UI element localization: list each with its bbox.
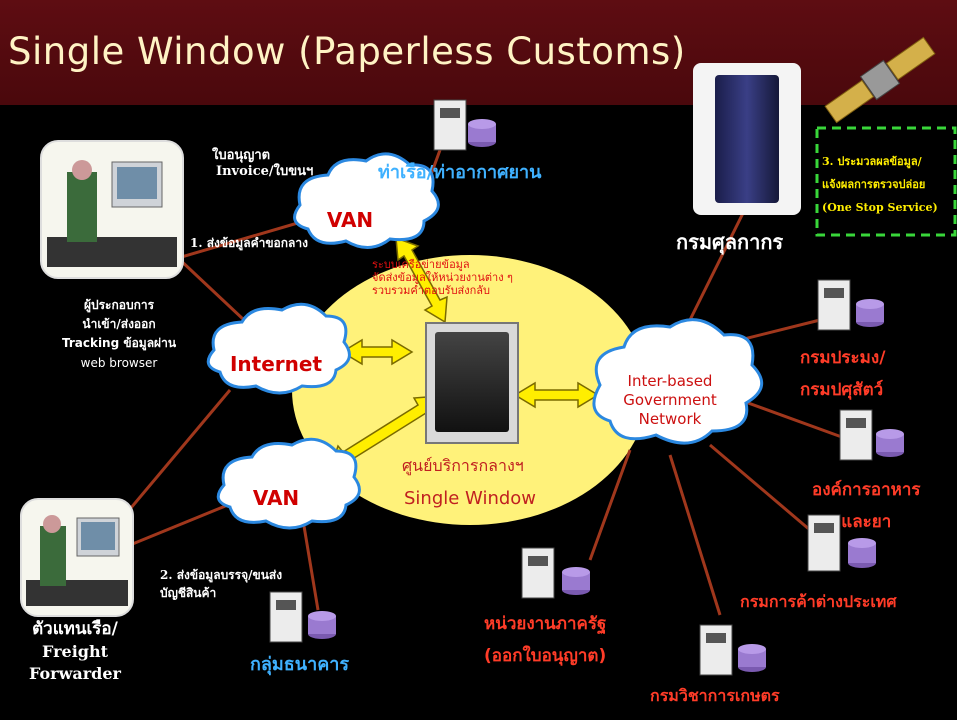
gov-agency-line2: (ออกใบอนุญาต): [484, 646, 607, 667]
permits-label: ใบอนุญาต Invoice/ใบขนฯ: [212, 148, 313, 179]
link-igov-foreign-trade: [709, 443, 811, 532]
center-label-th: ศูนย์บริการกลางฯ: [402, 456, 524, 475]
bank-label: กลุ่มธนาคาร: [250, 654, 350, 675]
network-description: ระบบเครือข่ายข้อมูล จัดส่งข้อมูลให้หน่วย…: [372, 258, 513, 298]
forwarder-line2: Freight: [42, 641, 108, 661]
gov-agency-line1: หน่วยงานภาครัฐ: [484, 614, 607, 634]
network-line3: รวบรวมคำตอบรับส่งกลับ: [372, 284, 491, 298]
port-server-icon: [433, 99, 496, 151]
importer-line1: ผู้ประกอบการ: [83, 298, 155, 312]
importer-line3: Tracking ข้อมูลผ่าน: [61, 336, 177, 351]
one-stop-box: [815, 126, 957, 237]
importer-workstation-icon: [40, 140, 184, 279]
van-top-label: VAN: [326, 208, 374, 232]
agriculture-server-icon: [699, 624, 766, 676]
internet-label: Internet: [229, 352, 323, 376]
arrow-internet-center: [340, 338, 414, 366]
van-bottom-label: VAN: [252, 486, 300, 510]
step3-line3: (One Stop Service): [822, 201, 938, 215]
central-server-icon: [425, 322, 519, 444]
network-line2: จัดส่งข้อมูลให้หน่วยงานต่าง ๆ: [372, 271, 513, 285]
forwarder-label: ตัวแทนเรือ/ Freight Forwarder: [20, 618, 130, 684]
fda-line2: และยา: [841, 512, 892, 533]
step3-line2: แจ้งผลการตรวจปล่อย: [822, 178, 926, 192]
forwarder-workstation-icon: [20, 498, 134, 617]
permits-text: ใบอนุญาต: [212, 148, 271, 163]
igov-label: Inter-based Government Network: [608, 372, 732, 428]
gov-agency-server-icon: [521, 547, 590, 599]
igov-line3: Network: [638, 409, 702, 428]
van-bottom-cloud: [216, 437, 361, 530]
link-van-bank: [301, 519, 320, 611]
fisheries-server-icon: [817, 279, 884, 331]
importer-line2: นำเข้า/ส่งออก: [82, 317, 156, 332]
fda-line1: องค์การอาหาร: [812, 480, 921, 500]
network-links: [123, 149, 851, 616]
igov-line2: Government: [623, 390, 717, 409]
forwarder-line3: Forwarder: [29, 663, 121, 683]
link-forwarder-internet: [123, 389, 232, 516]
bank-server-icon: [269, 591, 336, 643]
center-label-en: Single Window: [404, 488, 537, 509]
fda-server-icon: [839, 409, 904, 461]
step2-line2: บัญชีสินค้า: [160, 586, 217, 600]
invoice-text: Invoice/ใบขนฯ: [216, 163, 314, 179]
port-label: ท่าเรือ/ท่าอากาศยาน: [378, 162, 542, 183]
fda-label: องค์การอาหาร และยา: [812, 474, 921, 539]
customs-label: กรมศุลกากร: [676, 230, 784, 254]
page-title: Single Window (Paperless Customs): [8, 30, 686, 73]
fisheries-line2: กรมปศุสัตว์: [800, 380, 884, 401]
satellite-icon: [824, 36, 936, 124]
data-arrows: [328, 236, 600, 471]
fisheries-label: กรมประมง/ กรมปศุสัตว์: [800, 342, 885, 407]
step1-label: 1. ส่งข้อมูลคำขอกลาง: [190, 236, 308, 250]
link-igov-customs: [683, 194, 754, 331]
igov-line1: Inter-based: [627, 372, 713, 390]
one-stop-label: 3. ประมวลผลข้อมูล/ แจ้งผลการตรวจปล่อย (O…: [822, 150, 938, 219]
link-forwarder-van: [129, 498, 241, 547]
igov-cloud: [592, 318, 763, 445]
foreign-trade-server-icon: [807, 514, 876, 572]
network-line1: ระบบเครือข่ายข้อมูล: [372, 258, 470, 271]
fisheries-line1: กรมประมง/: [800, 348, 886, 368]
link-igov-gov-agency: [588, 449, 632, 561]
foreign-trade-label: กรมการค้าต่างประเทศ: [740, 592, 897, 611]
step3-line1: 3. ประมวลผลข้อมูล/: [822, 155, 922, 168]
gov-agency-label: หน่วยงานภาครัฐ (ออกใบอนุญาต): [484, 608, 606, 673]
link-igov-agriculture: [668, 454, 722, 616]
link-igov-fda: [739, 398, 851, 442]
internet-cloud: [206, 302, 351, 395]
step2-line1: 2. ส่งข้อมูลบรรจุ/ขนส่ง: [160, 568, 283, 582]
forwarder-line1: ตัวแทนเรือ/: [32, 619, 118, 639]
importer-label: ผู้ประกอบการ นำเข้า/ส่งออก Tracking ข้อม…: [44, 296, 194, 373]
step2-label: 2. ส่งข้อมูลบรรจุ/ขนส่ง บัญชีสินค้า: [160, 566, 282, 602]
importer-line4: web browser: [80, 355, 158, 370]
agriculture-label: กรมวิชาการเกษตร: [650, 686, 780, 705]
customs-server-icon: [693, 63, 801, 215]
van-top-cloud: [293, 152, 440, 249]
